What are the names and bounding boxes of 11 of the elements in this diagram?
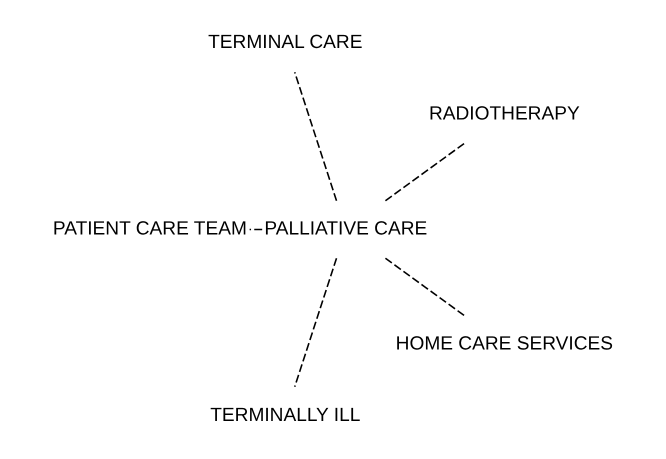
node-text: PALLIATIVE CARE	[264, 218, 427, 240]
connector	[384, 258, 465, 316]
node-text: HOME CARE SERVICES	[395, 334, 613, 355]
node-text: RADIOTHERAPY	[428, 103, 580, 124]
connector	[249, 228, 262, 230]
node-text: TERMINALLY ILL	[210, 404, 360, 426]
connector	[384, 142, 465, 202]
node-text: PATIENT CARE TEAM	[52, 218, 246, 240]
connector	[293, 258, 337, 388]
node-text: TERMINAL CARE	[208, 32, 362, 54]
connector	[293, 72, 337, 202]
